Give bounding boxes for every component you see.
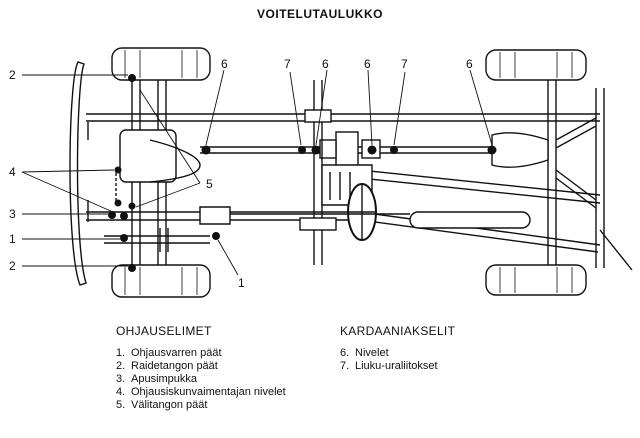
rear-wheel-top xyxy=(485,49,587,81)
legend-driveshaft: KARDAANIAKSELIT 6.Nivelet 7.Liuku-uralii… xyxy=(340,325,540,373)
callout-7-a: 7 xyxy=(284,57,291,71)
callout-2-top: 2 xyxy=(9,68,16,82)
front-bumper xyxy=(69,61,87,286)
callout-3: 3 xyxy=(9,207,16,221)
page-title: VOITELUTAULUKKO xyxy=(257,7,383,21)
legend-item: 5.Välitangon päät xyxy=(116,399,208,411)
frame-rail-top xyxy=(86,113,600,122)
legend-item: 3.Apusimpukka xyxy=(116,373,198,385)
callout-6-a: 6 xyxy=(221,57,228,71)
legend-heading-driveshaft: KARDAANIAKSELIT xyxy=(340,324,456,338)
legend-item: 4.Ohjausiskunvaimentajan nivelet xyxy=(116,386,286,398)
legend-item: 2.Raidetangon päät xyxy=(116,360,218,372)
legend-steering: OHJAUSELIMET 1.Ohjausvarren päät 2.Raide… xyxy=(116,325,316,412)
silencer xyxy=(409,211,531,229)
callout-7-b: 7 xyxy=(401,57,408,71)
chassis-lubrication-diagram: 2 4 3 1 2 6 7 6 6 7 6 5 1 xyxy=(9,47,633,298)
legend-heading-steering: OHJAUSELIMET xyxy=(116,324,212,338)
callout-1-left: 1 xyxy=(9,232,16,246)
callout-6-c: 6 xyxy=(364,57,371,71)
callout-5: 5 xyxy=(206,177,213,191)
callout-2-bottom: 2 xyxy=(9,259,16,273)
front-wheel-top xyxy=(111,47,211,81)
callout-4: 4 xyxy=(9,165,16,179)
legend-item: 6.Nivelet xyxy=(340,347,389,359)
legend-item: 7.Liuku-uraliitokset xyxy=(340,360,438,372)
rear-wheel-bottom xyxy=(485,264,587,296)
callout-6-d: 6 xyxy=(466,57,473,71)
callout-6-b: 6 xyxy=(322,57,329,71)
front-wheel-bottom xyxy=(111,264,211,298)
callout-1-bottom: 1 xyxy=(238,276,245,290)
legend-item: 1.Ohjausvarren päät xyxy=(116,347,222,359)
